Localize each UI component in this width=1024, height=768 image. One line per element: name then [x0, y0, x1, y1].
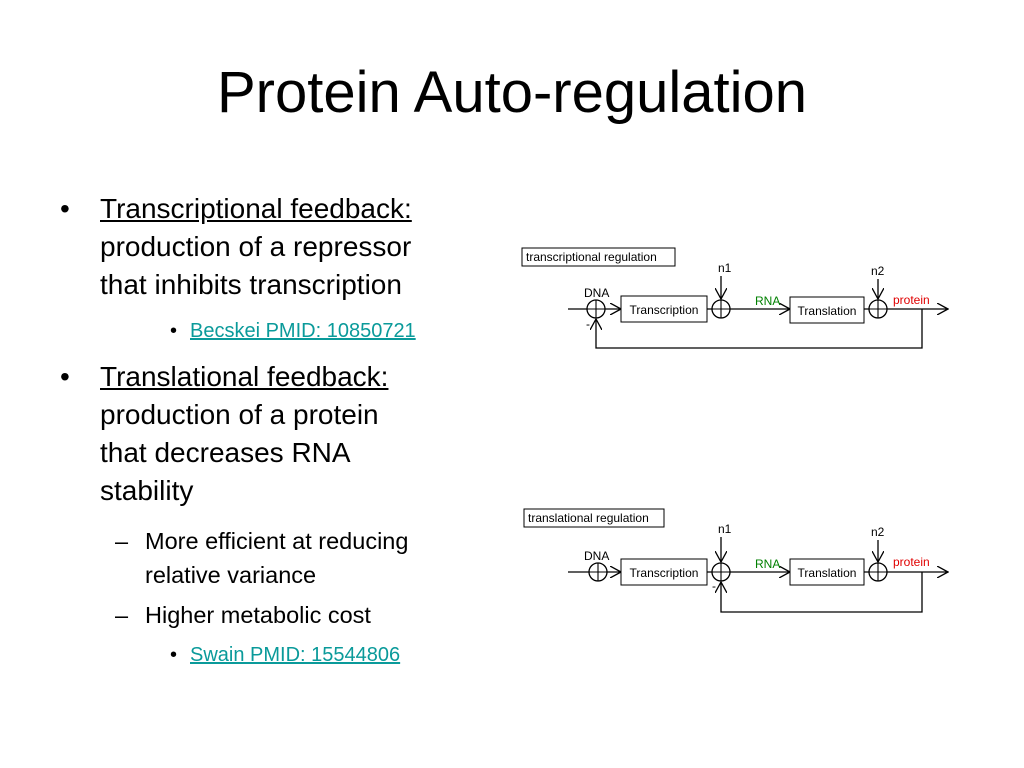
bullet-translational: • Translational feedback:: [60, 358, 500, 396]
bullet-text: production of a repressor: [100, 231, 412, 262]
n1-label: n1: [718, 261, 732, 275]
bullet-text: production of a protein: [100, 399, 379, 430]
bullet-mark: •: [170, 644, 178, 666]
transcription-label: Transcription: [630, 303, 699, 317]
becskei-link[interactable]: Becskei PMID: 10850721: [190, 320, 416, 342]
protein-label: protein: [893, 555, 930, 569]
bullet-text: stability: [100, 475, 194, 506]
dna-label: DNA: [584, 286, 609, 300]
bullet-text: that decreases RNA: [100, 437, 351, 468]
feedback-loop: [721, 572, 923, 613]
diagram-label: transcriptional regulation: [526, 250, 657, 264]
diagram-label-box: [523, 508, 665, 528]
diagram-label: translational regulation: [528, 511, 649, 525]
sub-bullet-text: relative variance: [145, 562, 317, 588]
translation-label: Translation: [798, 304, 857, 318]
bullet-mark: •: [60, 361, 70, 392]
slide-title: Protein Auto-regulation: [216, 60, 808, 125]
transcription-block: [620, 558, 708, 586]
dash-mark: –: [115, 528, 129, 554]
sub-bullet-variance: – More efficient at reducing: [115, 524, 485, 558]
dash-mark: –: [115, 602, 129, 628]
minus-sign: -: [586, 317, 590, 331]
dna-label: DNA: [584, 549, 609, 563]
translation-block: [789, 558, 865, 586]
sub-bullet-text: Higher metabolic cost: [145, 602, 371, 628]
diagram-label-box: [521, 247, 676, 267]
bullet-transcriptional: • Transcriptional feedback:: [60, 190, 500, 228]
translation-label: Translation: [798, 566, 857, 580]
bullet-text: that inhibits transcription: [100, 269, 402, 300]
n2-label: n2: [871, 264, 885, 278]
n2-label: n2: [871, 525, 885, 539]
sub-bullet-cost: – Higher metabolic cost: [115, 598, 485, 632]
bullet-mark: •: [170, 320, 178, 342]
transcription-label: Transcription: [630, 566, 699, 580]
rna-label: RNA: [755, 294, 780, 308]
bullet-mark: •: [60, 193, 70, 224]
n1-label: n1: [718, 522, 732, 536]
rna-label: RNA: [755, 557, 780, 571]
protein-label: protein: [893, 293, 930, 307]
diagram-translational: translational regulation DNA - Transcrip…: [523, 508, 948, 613]
bullet-heading: Translational feedback:: [100, 361, 389, 392]
sub-bullet-text: More efficient at reducing: [145, 528, 409, 554]
reference-item: • Swain PMID: 15544806: [170, 642, 510, 668]
minus-sign: -: [712, 579, 716, 593]
bullet-heading: Transcriptional feedback:: [100, 193, 412, 224]
feedback-loop: [596, 309, 923, 349]
bullet-list: • Transcriptional feedback: production o…: [60, 190, 510, 668]
diagram-transcriptional: transcriptional regulation DNA - Transcr…: [521, 247, 948, 349]
swain-link[interactable]: Swain PMID: 15544806: [190, 644, 401, 666]
reference-item: • Becskei PMID: 10850721: [170, 318, 510, 344]
translation-block: [789, 296, 865, 324]
